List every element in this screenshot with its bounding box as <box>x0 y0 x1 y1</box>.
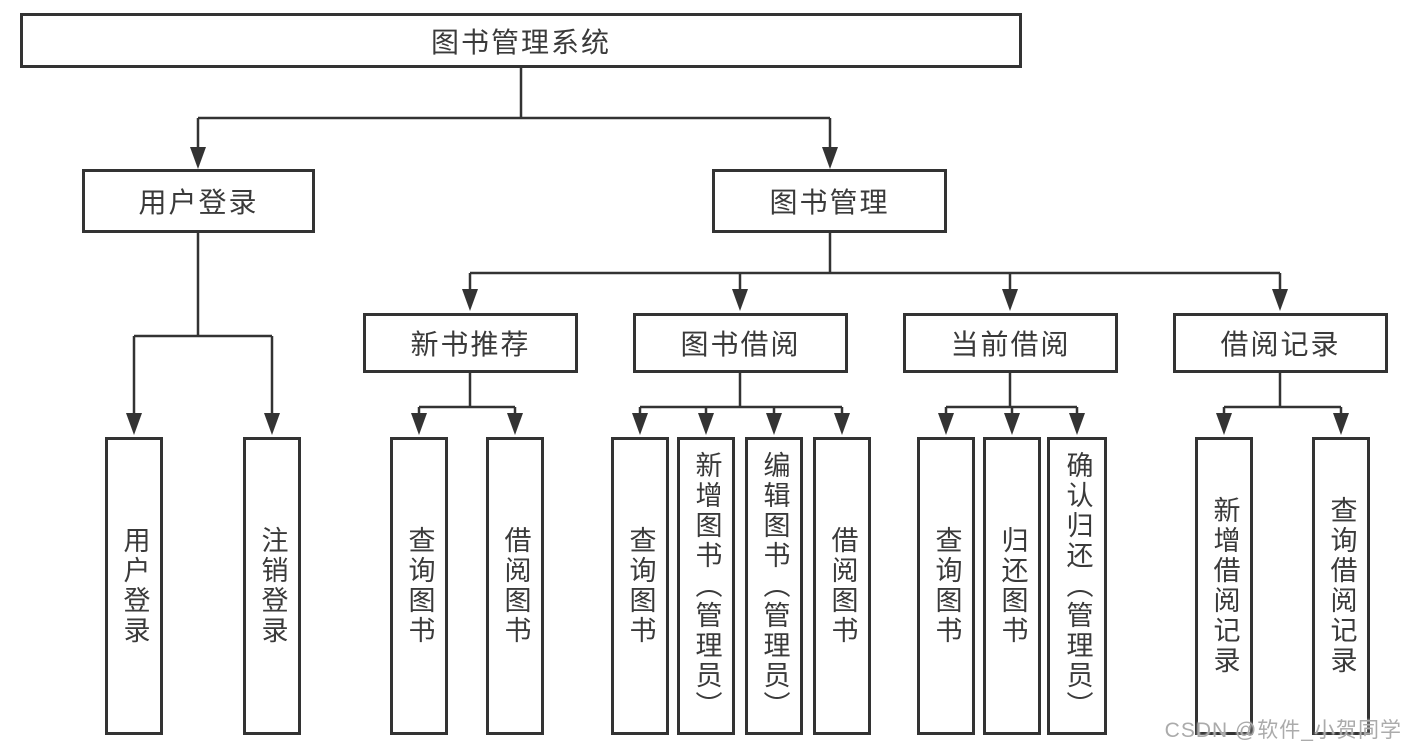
csdn-watermark: CSDN @软件_小贺同学 <box>1164 719 1402 742</box>
leaf-borrow-book: 借阅图书 <box>813 437 871 735</box>
leaf-add-book-admin: 新增图书（管理员） <box>677 437 735 735</box>
leaf-confirm-return-admin: 确认归还（管理员） <box>1047 437 1107 735</box>
connector-history-branch <box>1222 373 1343 414</box>
node-current-borrow-label: 当前借阅 <box>950 329 1071 360</box>
leaf-search-borrow-record: 查询借阅记录 <box>1312 437 1370 735</box>
node-user-login: 用户登录 <box>82 169 315 233</box>
node-new-book-recommend-label: 新书推荐 <box>410 329 531 360</box>
node-current-borrow: 当前借阅 <box>903 313 1118 373</box>
leaf-add-borrow-record-label: 新增借阅记录 <box>1209 496 1240 676</box>
node-borrow-records: 借阅记录 <box>1173 313 1388 373</box>
leaf-search-book-borrow-label: 查询图书 <box>625 526 656 646</box>
leaf-user-login: 用户登录 <box>105 437 163 735</box>
node-borrow-records-label: 借阅记录 <box>1220 329 1341 360</box>
leaf-logout: 注销登录 <box>243 437 301 735</box>
arrowheads <box>126 147 1349 435</box>
node-book-borrow: 图书借阅 <box>633 313 848 373</box>
connector-root-branch <box>196 68 832 148</box>
leaf-search-book-current: 查询图书 <box>917 437 975 735</box>
node-book-management-label: 图书管理 <box>769 187 890 218</box>
node-new-book-recommend: 新书推荐 <box>363 313 578 373</box>
connector-rec-branch <box>417 373 517 414</box>
leaf-add-borrow-record: 新增借阅记录 <box>1195 437 1253 735</box>
node-book-borrow-label: 图书借阅 <box>680 329 801 360</box>
leaf-borrow-book-recommend: 借阅图书 <box>486 437 544 735</box>
node-root: 图书管理系统 <box>20 13 1022 68</box>
leaf-return-book: 归还图书 <box>983 437 1041 735</box>
connector-current-branch <box>944 373 1079 414</box>
leaf-search-book-recommend: 查询图书 <box>390 437 448 735</box>
connector-login-branch <box>132 233 274 414</box>
leaf-return-book-label: 归还图书 <box>997 526 1028 646</box>
node-user-login-label: 用户登录 <box>138 187 259 218</box>
leaf-confirm-return-admin-label: 确认归还（管理员） <box>1062 451 1093 721</box>
leaf-search-borrow-record-label: 查询借阅记录 <box>1326 496 1357 676</box>
node-book-management: 图书管理 <box>712 169 947 233</box>
leaf-borrow-book-recommend-label: 借阅图书 <box>500 526 531 646</box>
leaf-edit-book-admin: 编辑图书（管理员） <box>745 437 803 735</box>
leaf-logout-label: 注销登录 <box>257 526 288 646</box>
leaf-user-login-label: 用户登录 <box>119 526 150 646</box>
leaf-add-book-admin-label: 新增图书（管理员） <box>691 451 722 721</box>
leaf-search-book-recommend-label: 查询图书 <box>404 526 435 646</box>
leaf-borrow-book-label: 借阅图书 <box>827 526 858 646</box>
leaf-edit-book-admin-label: 编辑图书（管理员） <box>759 451 790 721</box>
leaf-search-book-current-label: 查询图书 <box>931 526 962 646</box>
leaf-search-book-borrow: 查询图书 <box>611 437 669 735</box>
connector-borrow-branch <box>638 373 844 414</box>
node-root-label: 图书管理系统 <box>430 26 611 58</box>
connector-mgmt-branch <box>468 233 1282 290</box>
